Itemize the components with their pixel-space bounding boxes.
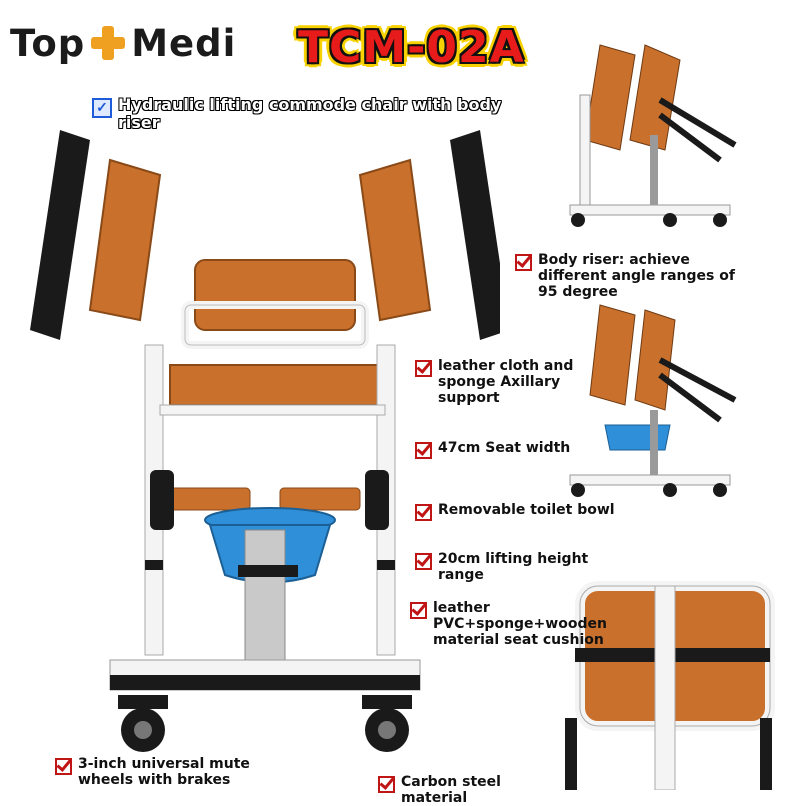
feature-material: Carbon steel material [378, 774, 568, 806]
model-number: TCM-02A [298, 22, 525, 73]
feature-text: 47cm Seat width [438, 440, 571, 456]
right-knee-pad [279, 487, 361, 511]
right-wheel [362, 695, 412, 752]
left-armrest [30, 130, 162, 340]
backrest [194, 259, 356, 331]
right-armrest [358, 130, 500, 340]
brand-logo-right: Medi [131, 21, 237, 65]
body-riser-side-view-lowered [569, 304, 737, 497]
left-knee-pad [169, 487, 251, 511]
feature-lift-range: 20cm lifting height range [415, 551, 625, 583]
feature-text: 3-inch universal mute wheels with brakes [78, 756, 250, 788]
check-icon [515, 254, 532, 271]
feature-seat-width: 47cm Seat width [415, 440, 585, 459]
hydraulic-post [244, 529, 286, 671]
left-wheel [118, 695, 168, 752]
feature-toilet-bowl: Removable toilet bowl [415, 502, 615, 521]
check-icon [415, 553, 432, 570]
feature-cushion: leather PVC+sponge+wooden material seat … [410, 600, 607, 648]
brand-logo-left: Top [10, 21, 86, 65]
check-icon [415, 442, 432, 459]
seat-cushion [169, 364, 381, 406]
product-title: ✓ Hydraulic lifting commode chair with b… [92, 96, 538, 132]
feature-wheels: 3-inch universal mute wheels with brakes [55, 756, 295, 788]
check-icon [410, 602, 427, 619]
check-icon [378, 776, 395, 793]
check-icon [55, 758, 72, 775]
feature-body-riser: Body riser: achieve different angle rang… [515, 252, 755, 300]
body-riser-side-view-raised [569, 44, 737, 227]
product-title-text: Hydraulic lifting commode chair with bod… [118, 95, 502, 132]
feature-text: leather PVC+sponge+wooden material seat … [433, 600, 607, 648]
chair-front-illustration [30, 130, 500, 752]
seat-cushion-underside [565, 581, 775, 790]
feature-axillary: leather cloth and sponge Axillary suppor… [415, 358, 575, 406]
feature-text: Removable toilet bowl [438, 502, 615, 518]
feature-text: Body riser: achieve different angle rang… [538, 252, 735, 300]
feature-text: 20cm lifting height range [438, 551, 589, 583]
medical-cross-icon [91, 26, 126, 60]
check-icon [415, 360, 432, 377]
checkbox-icon: ✓ [92, 98, 112, 118]
brand-logo: Top Medi [10, 18, 236, 68]
feature-text: Carbon steel material [401, 774, 501, 806]
check-icon [415, 504, 432, 521]
feature-text: leather cloth and sponge Axillary suppor… [438, 358, 574, 406]
